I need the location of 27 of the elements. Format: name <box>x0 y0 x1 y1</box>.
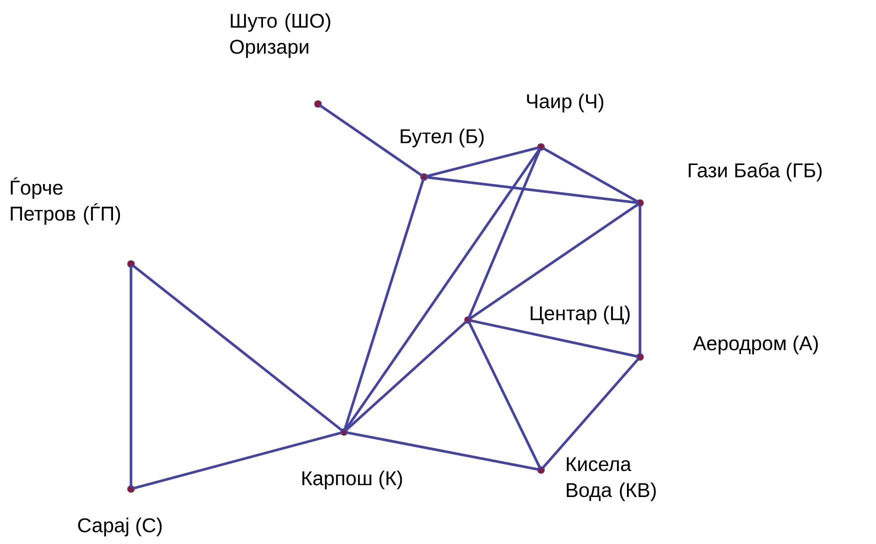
vertex-label: Кисела Вода (КВ) <box>566 457 656 502</box>
vertex-label: Аеродром (А) <box>692 336 818 354</box>
edge-line <box>343 178 425 431</box>
edge-line <box>346 431 540 471</box>
edge-line <box>468 321 542 469</box>
edge-line <box>344 148 542 432</box>
vertex-label: Сарај (С) <box>78 518 162 536</box>
edge-line <box>425 146 540 178</box>
edge-line <box>132 264 344 432</box>
vertex-label: Чаир (Ч) <box>527 94 604 112</box>
edge-line <box>638 204 642 356</box>
edge-line <box>130 266 132 488</box>
vertex-label: Шуто (ШО) Оризари <box>230 13 330 58</box>
vertex-label: Карпош (К) <box>302 470 402 490</box>
edge-line <box>541 358 640 470</box>
edge-line <box>426 176 638 204</box>
edge-line <box>318 104 424 178</box>
vertex-label: Центар (Ц) <box>530 306 630 324</box>
edge-line <box>542 146 640 204</box>
edge-line <box>344 320 468 432</box>
edge-line <box>132 431 343 490</box>
edge-line <box>468 148 542 319</box>
edge-line <box>468 202 640 320</box>
vertex-label: Гази Баба (ГБ) <box>688 162 822 182</box>
vertex-label: Бутел (Б) <box>400 128 484 148</box>
edge-line <box>470 319 639 358</box>
vertex-label: Ѓорче Петров (ЃП) <box>10 177 120 225</box>
